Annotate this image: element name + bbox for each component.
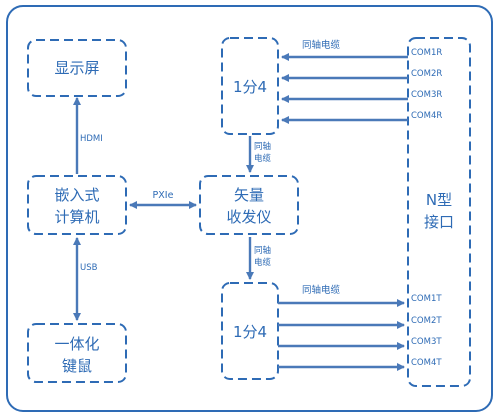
pxie-label: PXIe bbox=[153, 190, 174, 201]
port-com2r: COM2R bbox=[411, 69, 442, 79]
hdmi-label: HDMI bbox=[80, 134, 103, 144]
port-com1t: COM1T bbox=[411, 294, 442, 304]
coax-mid2-line1: 同轴 bbox=[254, 245, 271, 256]
coax-mid1-line2: 电缆 bbox=[254, 153, 272, 164]
n-port-label-line2: 接口 bbox=[424, 213, 454, 231]
computer-label-line1: 嵌入式 bbox=[54, 186, 99, 204]
coax-mid2-line2: 电缆 bbox=[254, 257, 272, 268]
vna-label-line2: 收发仪 bbox=[226, 208, 271, 226]
splitter-bottom-label: 1分4 bbox=[233, 323, 267, 341]
computer-box bbox=[27, 175, 127, 235]
port-com1r: COM1R bbox=[411, 48, 442, 58]
splitter-top-label: 1分4 bbox=[233, 78, 267, 96]
coax-top-label: 同轴电缆 bbox=[302, 39, 341, 51]
vna-label-line1: 矢量 bbox=[234, 186, 264, 204]
splitter-bottom-box bbox=[221, 282, 279, 380]
keyboard-label-line1: 一体化 bbox=[54, 335, 99, 353]
vna-box bbox=[199, 175, 299, 235]
n-port-box bbox=[407, 37, 471, 387]
display-box bbox=[27, 39, 127, 97]
port-com4t: COM4T bbox=[411, 358, 442, 368]
computer-label-line2: 计算机 bbox=[54, 208, 99, 226]
usb-label: USB bbox=[80, 263, 98, 273]
n-port-label-line1: N型 bbox=[426, 191, 452, 209]
display-label: 显示屏 bbox=[54, 59, 99, 77]
port-com3t: COM3T bbox=[411, 337, 442, 347]
keyboard-box bbox=[27, 323, 127, 383]
outer-frame bbox=[6, 5, 493, 412]
keyboard-label-line2: 键鼠 bbox=[62, 357, 92, 375]
coax-bottom-label: 同轴电缆 bbox=[302, 284, 341, 296]
port-com3r: COM3R bbox=[411, 90, 442, 100]
splitter-top-box bbox=[221, 37, 279, 135]
port-com4r: COM4R bbox=[411, 111, 442, 121]
port-com2t: COM2T bbox=[411, 316, 442, 326]
coax-mid1-line1: 同轴 bbox=[254, 141, 271, 152]
